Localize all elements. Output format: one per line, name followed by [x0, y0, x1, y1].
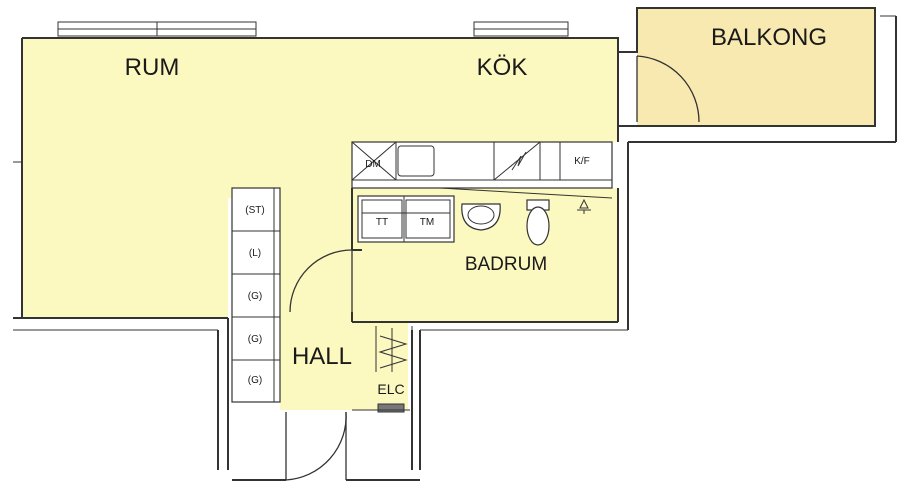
wardrobe-column	[231, 187, 281, 403]
room-label-rum: RUM	[125, 54, 180, 81]
electrical-cabinet	[377, 403, 405, 413]
room-label-hall: HALL	[292, 343, 352, 370]
closet-storage-label: (ST)	[245, 205, 264, 216]
room-label-kok: KÖK	[477, 54, 528, 81]
walls	[13, 7, 897, 481]
coat-rack	[375, 326, 413, 372]
room-label-badrum: BADRUM	[465, 254, 547, 275]
kitchen-counter	[351, 141, 613, 199]
balcony-floor	[637, 8, 875, 126]
closet-linen-label: (L)	[249, 248, 261, 259]
closet-garment-label-3: (G)	[248, 375, 262, 386]
bathroom-door	[289, 249, 353, 313]
ceiling-lamp	[577, 198, 591, 214]
windows	[57, 21, 569, 37]
washer-label: TT	[376, 217, 388, 228]
dryer-label: TM	[420, 217, 434, 228]
toilet-bowl	[526, 206, 550, 246]
bathroom	[351, 188, 591, 323]
room-label-balkong: BALKONG	[711, 24, 827, 51]
sink	[461, 203, 501, 231]
fridge-freezer-label: K/F	[574, 156, 590, 167]
closet-garment-label-1: (G)	[248, 291, 262, 302]
room-label-elc: ELC	[377, 381, 404, 397]
balcony-door	[636, 55, 700, 123]
dishwasher-label: DM	[365, 159, 381, 170]
closet-garment-label-2: (G)	[248, 334, 262, 345]
entrance-door	[285, 411, 347, 481]
